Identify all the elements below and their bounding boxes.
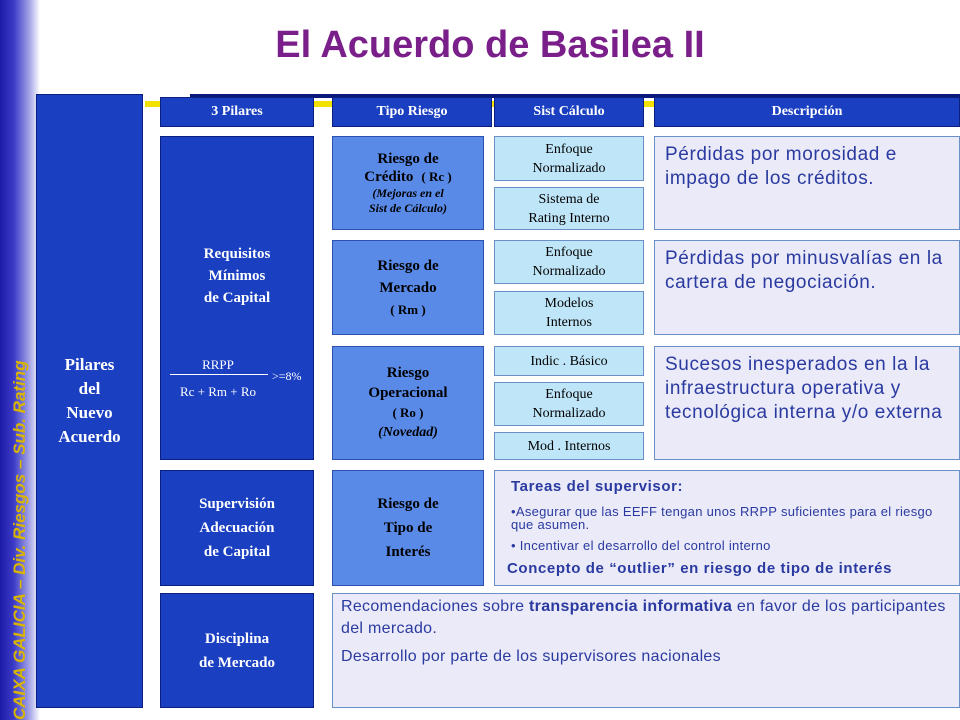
- pillar1-line2: Mínimos: [208, 268, 266, 284]
- desc-operacional: Sucesos inesperados en la la infraestruc…: [654, 346, 960, 460]
- o2b: Normalizado: [532, 406, 606, 421]
- method-op-modelos: Mod . Internos: [494, 432, 644, 460]
- supervision-box: Tareas del supervisor: •Asegurar que las…: [494, 470, 960, 586]
- header-sist-calculo: Sist Cálculo: [494, 97, 644, 127]
- disciplina-text-1-bold: transparencia informativa: [529, 598, 733, 615]
- header-dark-line: [190, 94, 960, 98]
- disciplina-box: Recomendaciones sobre transparencia info…: [332, 593, 960, 708]
- header-3-pilares: 3 Pilares: [160, 97, 314, 127]
- m1b: Normalizado: [532, 264, 606, 279]
- pillar2-line1: Supervisión: [199, 496, 275, 512]
- mercado-line2: Mercado: [379, 279, 437, 296]
- credito-line2-wrap: Crédito ( Rc ): [364, 168, 451, 186]
- mercado-line1: Riesgo de: [377, 257, 439, 274]
- disciplina-text-2: Desarrollo por parte de los supervisores…: [341, 648, 721, 665]
- interes-line3: Interés: [385, 544, 431, 560]
- m1a: Enfoque: [545, 245, 593, 260]
- pillar1-line3: de Capital: [203, 290, 271, 306]
- formula-denominator: Rc + Rm + Ro: [179, 384, 257, 399]
- header-tipo-riesgo: Tipo Riesgo: [332, 97, 492, 127]
- formula-line: [170, 374, 268, 375]
- credito-note1: (Mejoras en el: [372, 186, 444, 200]
- disciplina-text-1-post: en favor de los participantes del mercad…: [341, 598, 946, 637]
- method-op-enfoque: Enfoque Normalizado: [494, 382, 644, 426]
- pillar2-line3: de Capital: [203, 544, 271, 560]
- o2a: Enfoque: [545, 387, 593, 402]
- desc-credito: Pérdidas por morosidad e impago de los c…: [654, 136, 960, 230]
- riesgo-operacional: Riesgo Operacional ( Ro ) (Novedad): [332, 346, 484, 460]
- header-descripcion: Descripción: [654, 97, 960, 127]
- pilares-panel: Pilares del Nuevo Acuerdo: [36, 94, 143, 708]
- credito-line2: Crédito: [364, 169, 414, 185]
- pillar2-line2: Adecuación: [199, 520, 275, 536]
- credito-note2: Sist de Cálculo): [368, 201, 447, 215]
- o3: Mod . Internos: [527, 438, 611, 454]
- supervision-concept: Concepto de “outlier” en riesgo de tipo …: [507, 560, 893, 577]
- method-credito-enfoque: Enfoque Normalizado: [494, 136, 644, 181]
- pillar1-line1: Requisitos: [203, 246, 271, 262]
- desc-mercado: Pérdidas por minusvalías en la cartera d…: [654, 240, 960, 335]
- pillar-supervision: Supervisión Adecuación de Capital: [160, 470, 314, 586]
- c2a: Sistema de: [538, 191, 600, 207]
- pillar-requisitos: Requisitos Mínimos de Capital: [160, 136, 314, 460]
- pilares-line1: Pilares: [64, 355, 115, 374]
- m2a: Modelos: [544, 296, 594, 311]
- left-gradient-bar: [0, 0, 40, 720]
- credito-line1: Riesgo de: [377, 151, 439, 167]
- c1b: Normalizado: [532, 160, 606, 176]
- formula-numerator: RRPP: [202, 357, 234, 372]
- riesgo-credito: Riesgo de Crédito ( Rc ) (Mejoras en el …: [332, 136, 484, 230]
- c2b: Rating Interno: [528, 210, 610, 226]
- disciplina-text-1-pre: Recomendaciones sobre: [341, 598, 530, 615]
- supervision-item-2: • Incentivar el desarrollo del control i…: [511, 538, 771, 553]
- method-credito-rating: Sistema de Rating Interno: [494, 187, 644, 230]
- credito-code: ( Rc ): [421, 169, 452, 184]
- operacional-code: ( Ro ): [392, 405, 424, 420]
- pillar3-line2: de Mercado: [199, 654, 275, 671]
- pillar-disciplina: Disciplina de Mercado: [160, 593, 314, 708]
- pillar3-line1: Disciplina: [204, 630, 270, 647]
- operacional-note: (Novedad): [378, 425, 438, 440]
- m2b: Internos: [546, 315, 592, 330]
- riesgo-mercado: Riesgo de Mercado ( Rm ): [332, 240, 484, 335]
- operacional-line2: Operacional: [368, 385, 448, 401]
- pilares-line2: del: [78, 379, 101, 398]
- method-mercado-enfoque: Enfoque Normalizado: [494, 240, 644, 284]
- operacional-line1: Riesgo: [386, 365, 430, 381]
- interes-line2: Tipo de: [383, 520, 433, 536]
- riesgo-interes: Riesgo de Tipo de Interés: [332, 470, 484, 586]
- supervision-item-1: •Asegurar que las EEFF tengan unos RRPP …: [511, 504, 933, 532]
- pilares-line3: Nuevo: [66, 403, 113, 422]
- method-op-basico: Indic . Básico: [494, 346, 644, 376]
- supervision-title: Tareas del supervisor:: [511, 478, 684, 495]
- o1: Indic . Básico: [530, 353, 608, 369]
- interes-line1: Riesgo de: [377, 496, 439, 512]
- side-vertical-text: CAIXA GALICIA – Div. Riesgos – Sub. Rati…: [10, 360, 29, 720]
- disciplina-text-1: Recomendaciones sobre transparencia info…: [341, 596, 951, 640]
- c1a: Enfoque: [545, 141, 593, 157]
- formula-ratio: >=8%: [272, 369, 302, 383]
- method-mercado-modelos: Modelos Internos: [494, 291, 644, 335]
- mercado-code: ( Rm ): [390, 301, 426, 317]
- pilares-line4: Acuerdo: [58, 427, 121, 446]
- page-title: El Acuerdo de Basilea II: [275, 24, 705, 66]
